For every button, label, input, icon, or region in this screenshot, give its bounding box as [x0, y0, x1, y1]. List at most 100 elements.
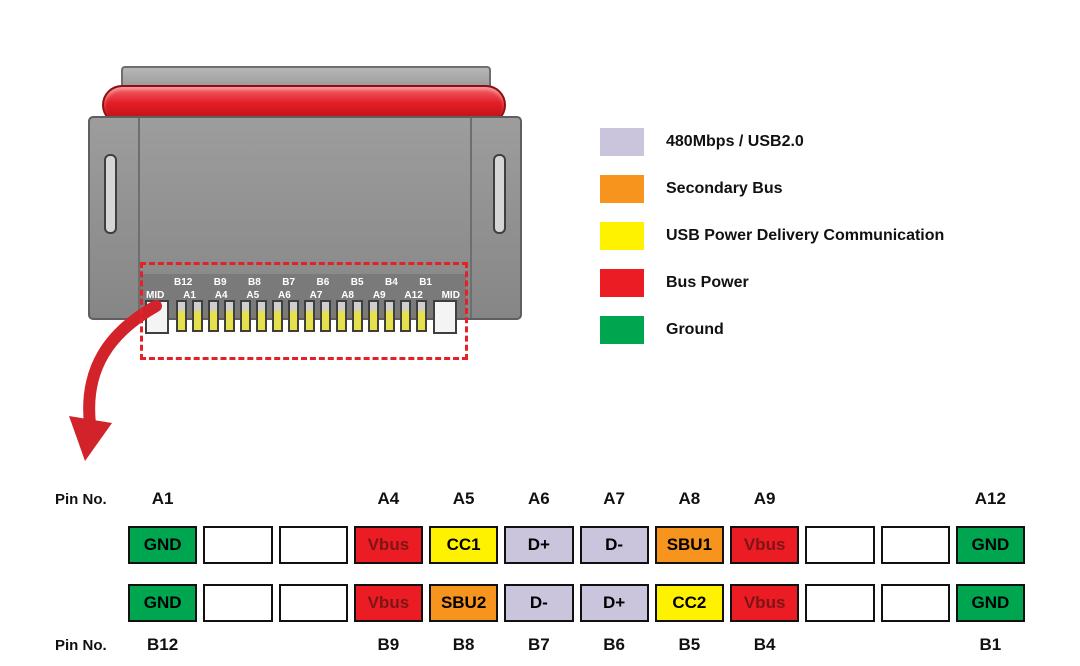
pin-cell: SBU1 [654, 526, 724, 564]
mid-pad-right [433, 300, 457, 334]
pin-no-label-top: Pin No. [55, 490, 107, 508]
connector-pin-label: A6 [277, 290, 291, 301]
contact-pin [303, 300, 315, 332]
connector-pin-label: MID [441, 290, 460, 301]
pin-cell [805, 584, 875, 622]
pin-number [203, 632, 272, 658]
legend-label: Ground [666, 321, 724, 338]
legend-item: USB Power Delivery Communication [600, 222, 944, 250]
contact-pin [287, 300, 299, 332]
pin-number: B5 [678, 635, 701, 654]
pin-number: A7 [603, 489, 625, 508]
pin-cell: Vbus [730, 526, 800, 564]
connector-pin-label: A5 [246, 290, 260, 301]
connector-pin-label: A12 [404, 290, 423, 301]
pin-number: A8 [678, 489, 701, 508]
contact-pin [207, 300, 219, 332]
mount-slot-right [493, 154, 506, 234]
pin-number: B7 [528, 635, 550, 654]
connector-pin-label: B6 [316, 277, 330, 288]
connector-pin-label: B5 [350, 277, 364, 288]
connector-pin-label: B9 [213, 277, 227, 288]
pin-number: A9 [753, 489, 776, 508]
contact-pin [239, 300, 251, 332]
connector-pin-label: B1 [419, 277, 432, 288]
pin-number: A12 [974, 489, 1006, 508]
pin-number [881, 632, 950, 658]
legend-color-swatch [600, 316, 644, 344]
pin-cell [203, 584, 273, 622]
legend-color-swatch [600, 175, 644, 203]
pin-cell [880, 584, 950, 622]
pin-number [203, 486, 272, 512]
legend-label: 480Mbps / USB2.0 [666, 133, 804, 150]
body-seam-left [138, 118, 140, 318]
pin-cell: GND [128, 584, 198, 622]
pin-cell: D- [579, 526, 649, 564]
contact-pin [415, 300, 427, 332]
pin-cell: Vbus [730, 584, 800, 622]
pin-cell: D+ [504, 526, 574, 564]
pin-cell: GND [128, 526, 198, 564]
pin-number: A6 [528, 489, 550, 508]
connector-pin-label: B7 [282, 277, 296, 288]
contact-pin [175, 300, 187, 332]
pin-cell [278, 584, 348, 622]
legend-color-swatch [600, 128, 644, 156]
contact-pin [351, 300, 363, 332]
pin-cell: D- [504, 584, 574, 622]
pin-number: B12 [147, 635, 179, 654]
pin-cell: CC1 [429, 526, 499, 564]
legend: 480Mbps / USB2.0 Secondary Bus USB Power… [600, 128, 944, 363]
contact-pin [255, 300, 267, 332]
pin-number: B8 [452, 635, 475, 654]
pin-number [279, 632, 348, 658]
pin-number: B1 [979, 635, 1002, 654]
body-seam-right [470, 118, 472, 318]
connector-pin-label: A8 [341, 290, 354, 301]
pin-cell: SBU2 [429, 584, 499, 622]
pin-cell: GND [955, 526, 1025, 564]
pin-cell [203, 526, 273, 564]
pin-cell: D+ [579, 584, 649, 622]
contact-pin [223, 300, 235, 332]
pin-number: A4 [377, 489, 400, 508]
pin-cell: Vbus [353, 526, 423, 564]
legend-label: Secondary Bus [666, 180, 783, 197]
pin-cell [805, 526, 875, 564]
row-head-spacer [55, 584, 128, 622]
pin-cell [880, 526, 950, 564]
pin-area-highlight-box [140, 262, 468, 360]
pin-number [881, 486, 950, 512]
contact-strip [175, 300, 427, 332]
pin-number [279, 486, 348, 512]
pin-cell: CC2 [654, 584, 724, 622]
pin-number [805, 632, 874, 658]
contact-pin [319, 300, 331, 332]
connector-pin-label: A4 [214, 290, 228, 301]
contact-pin [367, 300, 379, 332]
contact-pin [399, 300, 411, 332]
legend-item: 480Mbps / USB2.0 [600, 128, 944, 156]
pin-number: A5 [452, 489, 475, 508]
connector-pin-label: A1 [183, 290, 196, 301]
connector-pin-label: A9 [372, 290, 386, 301]
connector-pin-label: MID [146, 290, 165, 301]
legend-item: Secondary Bus [600, 175, 944, 203]
pin-cell: GND [955, 584, 1025, 622]
contact-pin [383, 300, 395, 332]
contact-pin [335, 300, 347, 332]
legend-color-swatch [600, 269, 644, 297]
